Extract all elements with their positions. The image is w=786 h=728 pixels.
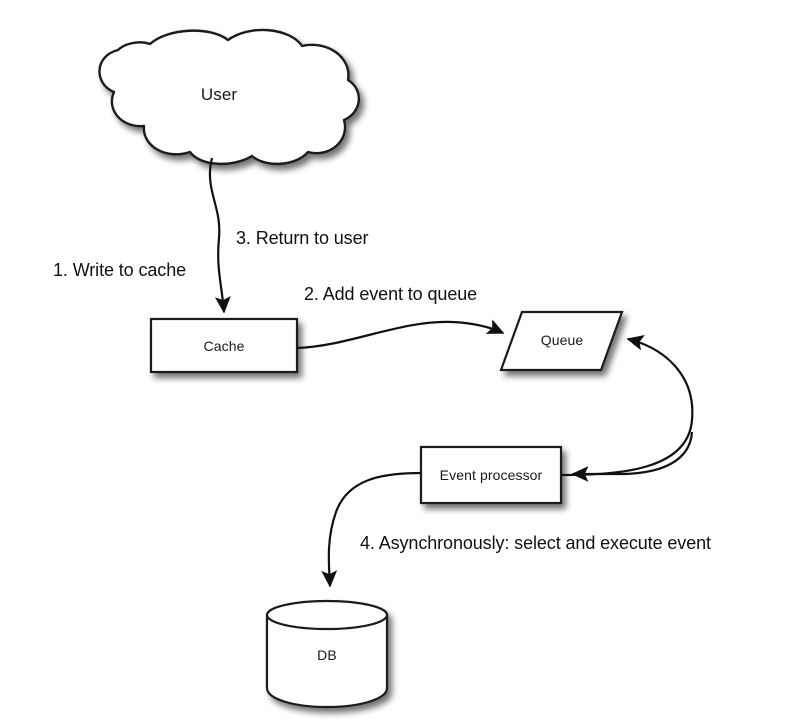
node-db[interactable]: [265, 599, 389, 709]
edge-label-add-event-to-queue: 2. Add event to queue: [304, 284, 478, 304]
node-label-user: User: [200, 85, 238, 104]
cloud-shape: [98, 28, 360, 166]
node-label-queue: Queue: [540, 332, 584, 348]
cache-rect: [149, 317, 299, 374]
node-label-db: DB: [317, 647, 337, 663]
node-user[interactable]: [98, 28, 360, 166]
edge-cache-to-queue: [296, 319, 505, 350]
node-label-event-processor: Event processor: [439, 467, 543, 483]
edge-processor-to-queue: [560, 335, 694, 477]
edge-user-to-cache: [208, 157, 231, 314]
edge-queue-to-processor: [571, 431, 694, 482]
node-event-processor[interactable]: [419, 445, 563, 505]
node-label-cache: Cache: [203, 338, 245, 354]
label-write-to-cache: 1. Write to cache: [53, 260, 187, 280]
db-top-ellipse: [265, 599, 389, 631]
edge-processor-to-db: [321, 471, 422, 588]
edge-label-return-to-user: 3. Return to user: [236, 228, 369, 248]
event-processor-rect: [419, 445, 563, 505]
queue-parallelogram: [499, 310, 624, 372]
edge-label-asynchronously-select-execute: 4. Asynchronously: select and execute ev…: [360, 533, 711, 553]
db-body: [265, 613, 389, 709]
node-queue[interactable]: [499, 310, 624, 372]
node-cache[interactable]: [149, 317, 299, 374]
